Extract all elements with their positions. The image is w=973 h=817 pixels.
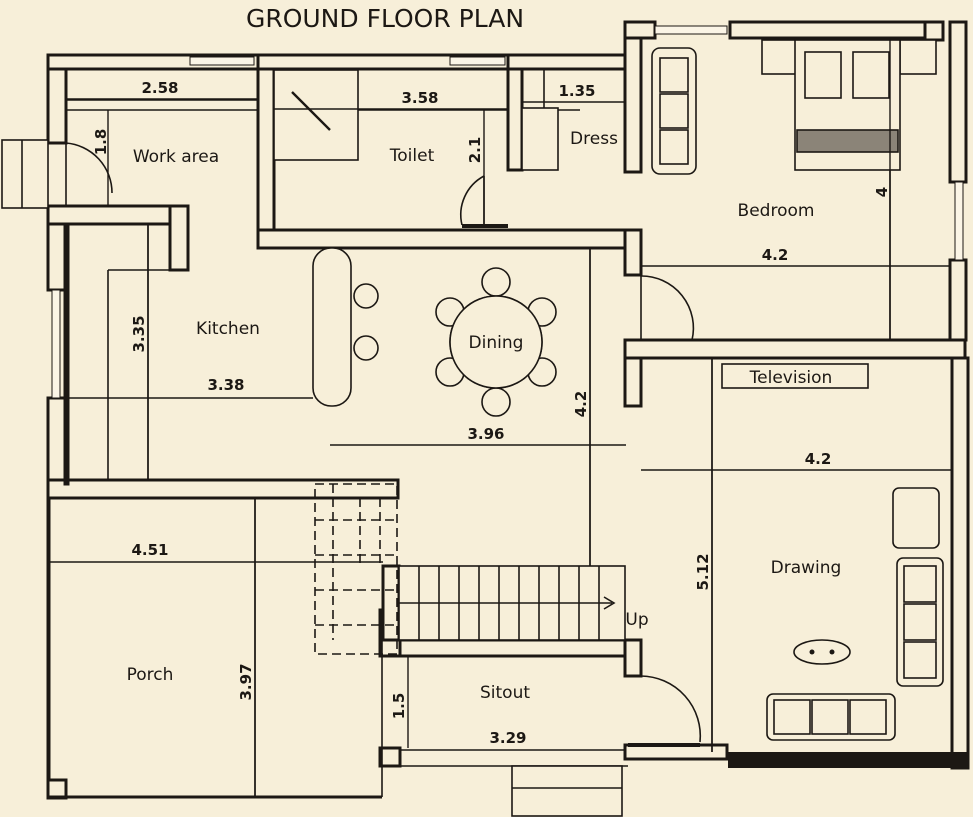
dim-dress-width: 1.35: [558, 82, 595, 100]
dim-dining-width: 3.96: [467, 425, 504, 443]
dim-porch-width: 4.51: [131, 541, 168, 559]
plan-title: GROUND FLOOR PLAN: [246, 4, 524, 33]
front-steps: [511, 765, 623, 817]
dim-kitchen-height: 3.35: [130, 315, 148, 352]
room-work-area: Work area: [133, 147, 219, 167]
dim-dining-height: 4.2: [572, 391, 590, 418]
room-bedroom: Bedroom: [738, 201, 815, 221]
drawing-furniture: [766, 487, 944, 741]
room-kitchen: Kitchen: [196, 319, 260, 339]
dim-work-area-height: 1.8: [92, 129, 110, 156]
dimension-labels: 2.58 1.8 3.58 2.1 1.35 4.2 4 3.35 3.38 3…: [92, 79, 891, 747]
dim-toilet-height: 2.1: [466, 137, 484, 164]
bedroom-furniture: [651, 39, 937, 175]
dining-table: [353, 267, 557, 417]
room-sitout: Sitout: [480, 683, 530, 703]
toilet-fixtures: [273, 69, 559, 171]
room-dress: Dress: [570, 129, 618, 149]
dimension-lines: [48, 38, 952, 797]
room-toilet: Toilet: [389, 146, 435, 166]
room-drawing: Drawing: [771, 558, 842, 578]
dim-bedroom-height: 4: [873, 187, 891, 197]
dim-sitout-height: 1.5: [390, 693, 408, 720]
dim-sitout-width: 3.29: [489, 729, 526, 747]
back-step: [1, 139, 49, 209]
room-labels: Work area Toilet Dress Bedroom Kitchen D…: [127, 129, 842, 703]
room-porch: Porch: [127, 665, 174, 685]
windows: [51, 25, 964, 763]
dim-work-area-width: 2.58: [141, 79, 178, 97]
room-television: Television: [749, 368, 833, 388]
dim-drawing-height: 5.12: [694, 553, 712, 590]
dim-drawing-width: 4.2: [805, 450, 832, 468]
dim-toilet-width: 3.58: [401, 89, 438, 107]
walls: [46, 20, 970, 800]
dim-porch-height: 3.97: [237, 663, 255, 700]
room-dining: Dining: [469, 333, 524, 353]
staircase: [314, 483, 626, 655]
stair-up-label: Up: [625, 610, 648, 630]
dim-bedroom-width: 4.2: [762, 246, 789, 264]
television-unit: [721, 363, 869, 389]
dim-kitchen-width: 3.38: [207, 376, 244, 394]
